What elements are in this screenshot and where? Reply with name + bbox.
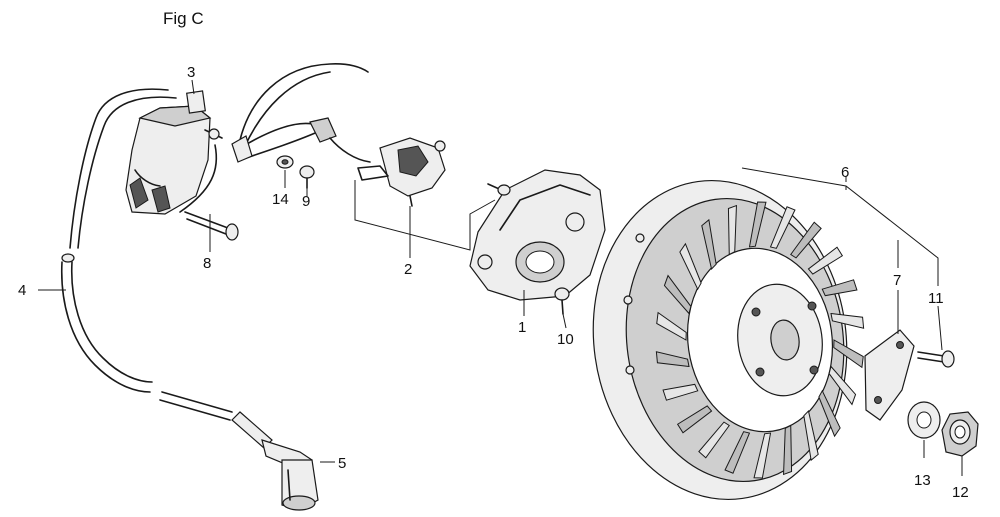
- callout-13: 13: [914, 472, 931, 489]
- flywheel-fin: [748, 201, 767, 248]
- callout-3: 3: [187, 64, 195, 81]
- flywheel-fin: [753, 432, 772, 479]
- cover: [469, 169, 606, 301]
- ignition-coil: [125, 90, 223, 215]
- flywheel-fins: [655, 201, 865, 479]
- flywheel-fin: [830, 312, 865, 329]
- screw-9: [299, 165, 315, 189]
- washer-13: [907, 401, 941, 439]
- flywheel-fin: [821, 279, 858, 297]
- callout-10: 10: [557, 331, 574, 348]
- flywheel-fin: [679, 242, 702, 291]
- flywheel-fin: [655, 351, 690, 368]
- spark-plug-cap: [231, 411, 319, 511]
- callout-6: 6: [841, 164, 849, 181]
- callout-14: 14: [272, 191, 289, 208]
- flywheel-fin: [662, 383, 699, 401]
- callout-5: 5: [338, 455, 346, 472]
- figure-title: Fig C: [163, 9, 204, 28]
- nut-14: [276, 155, 294, 169]
- bolt-8: [184, 211, 239, 241]
- pulser-coil: [357, 137, 446, 207]
- callout-7: 7: [893, 272, 901, 289]
- plate-7: [864, 329, 915, 421]
- callout-12: 12: [952, 484, 969, 501]
- callout-11: 11: [928, 290, 944, 307]
- leader-lines: [38, 79, 963, 476]
- callouts: 3 4 5 8 14 9 2 1 10 6 7 11 13 12: [18, 64, 969, 501]
- flywheel-fin: [769, 206, 796, 249]
- flywheel: [592, 179, 865, 501]
- callout-4: 4: [18, 282, 26, 299]
- flywheel-fin: [833, 339, 864, 369]
- flywheel-fin: [663, 274, 692, 315]
- bolt-11: [917, 350, 955, 368]
- callout-2: 2: [404, 261, 412, 278]
- flywheel-fin: [783, 424, 793, 476]
- flywheel-fin: [656, 311, 687, 341]
- flywheel-fin: [727, 204, 737, 256]
- flywheel-fin: [807, 246, 844, 275]
- callout-9: 9: [302, 193, 310, 210]
- flywheel-fin: [701, 218, 717, 270]
- callout-1: 1: [518, 319, 526, 336]
- callout-8: 8: [203, 255, 211, 272]
- nut-12: [941, 411, 979, 457]
- flywheel-fin: [790, 221, 822, 259]
- flywheel-fin: [676, 405, 713, 434]
- screw-10: [554, 287, 570, 315]
- wire-harness: [231, 63, 371, 163]
- high-tension-cord: [60, 88, 233, 421]
- bracket-2: [354, 180, 496, 251]
- flywheel-fin: [724, 431, 751, 474]
- flywheel-fin: [828, 365, 857, 406]
- flywheel-fin: [698, 421, 730, 459]
- flywheel-fin: [803, 410, 819, 462]
- flywheel-fin: [818, 389, 841, 438]
